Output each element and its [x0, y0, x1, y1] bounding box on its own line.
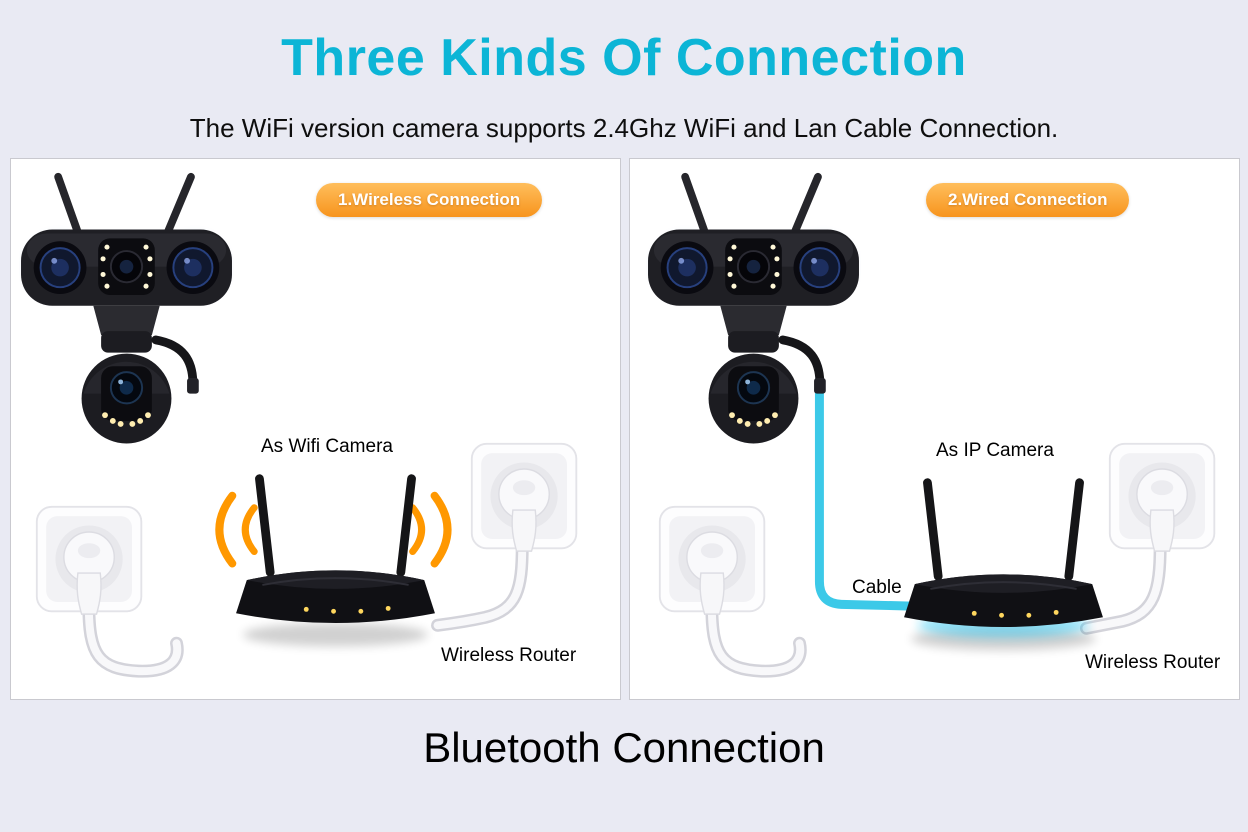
page-title: Three Kinds Of Connection [281, 29, 967, 87]
router-label: Wireless Router [441, 645, 577, 666]
lan-cable [814, 375, 926, 611]
footer-title: Bluetooth Connection [423, 724, 825, 771]
connection-badge: 1.Wireless Connection [316, 183, 543, 217]
cable-label: Cable [852, 577, 902, 598]
wall-outlet-left [657, 504, 769, 649]
router-illustration [901, 471, 1106, 671]
wifi-waves-icon [215, 491, 452, 568]
wall-outlet-right [469, 441, 581, 586]
outlet-cable-right [431, 539, 529, 632]
router-illustration [233, 467, 438, 667]
wall-outlet-right [1107, 441, 1219, 586]
connection-badge: 2.Wired Connection [926, 183, 1130, 217]
camera-label: As IP Camera [936, 440, 1054, 461]
wireless-connection-panel: 1.Wireless Connection [10, 158, 621, 700]
wall-outlet-left [34, 504, 146, 649]
router-label: Wireless Router [1085, 652, 1221, 673]
wireless-cables-overlay [82, 491, 529, 678]
wired-cables-overlay [705, 375, 1167, 678]
outlet-cable-right [1079, 539, 1167, 635]
camera-label: As Wifi Camera [261, 436, 393, 457]
page-subtitle: The WiFi version camera supports 2.4Ghz … [189, 113, 1059, 143]
camera-illustration [19, 169, 234, 467]
outlet-cable-left [705, 598, 807, 678]
camera-illustration [646, 169, 861, 467]
wired-connection-panel: 2.Wired Connection [629, 158, 1240, 700]
outlet-cable-left [82, 598, 184, 678]
